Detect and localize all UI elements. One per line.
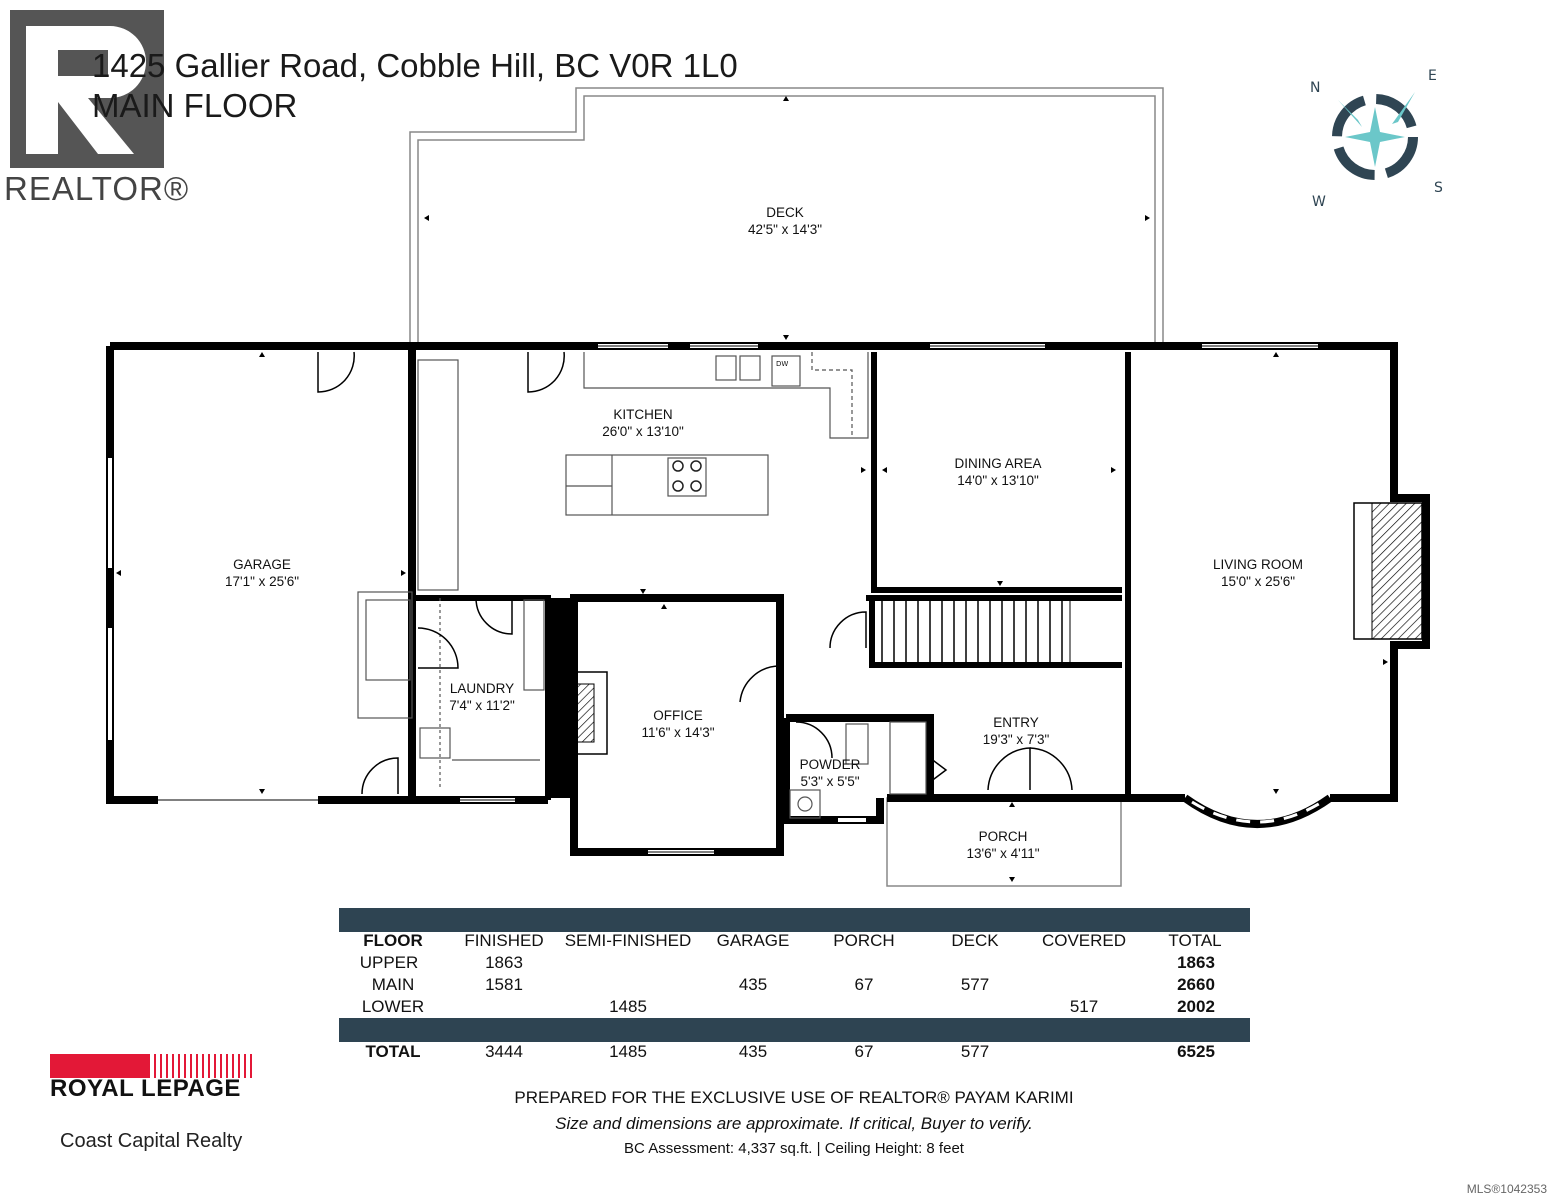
table-row-main-floor: MAIN	[371, 975, 415, 994]
office-fireplace	[554, 671, 608, 755]
area-table-bottom-bar	[339, 1018, 1250, 1042]
room-porch-name: PORCH	[978, 829, 1028, 844]
room-office-dims: 11'6" x 14'3"	[641, 725, 715, 740]
doors	[317, 351, 1073, 795]
room-entry: ENTRY 19'3" x 7'3"	[983, 714, 1050, 748]
cooktop-burners	[672, 460, 702, 492]
table-row-upper-total: 1863	[1177, 953, 1215, 972]
table-row-lower-total: 2002	[1177, 997, 1215, 1016]
room-dining-name: DINING AREA	[954, 456, 1042, 471]
room-laundry-name: LAUNDRY	[449, 681, 515, 696]
dimension-ticks	[116, 96, 1388, 882]
col-header-finished: FINISHED	[464, 931, 544, 950]
area-table-top-bar	[339, 908, 1250, 932]
powder-fixtures	[789, 721, 927, 819]
table-row-lower-floor: LOWER	[361, 997, 425, 1016]
col-header-porch: PORCH	[833, 931, 895, 950]
table-row-upper-floor: UPPER	[359, 953, 419, 972]
living-fireplace	[1353, 502, 1423, 640]
compass-n: N	[1310, 80, 1320, 96]
deck-outline	[409, 87, 1164, 346]
prepared-for-text: PREPARED FOR THE EXCLUSIVE USE OF REALTO…	[514, 1088, 1074, 1107]
kitchen-counters	[417, 352, 869, 591]
room-dining: DINING AREA 14'0" x 13'10"	[954, 455, 1041, 489]
col-header-total: TOTAL	[1168, 931, 1222, 950]
compass-e: E	[1428, 68, 1437, 84]
compass: N E S W	[1300, 62, 1450, 217]
table-total-deck: 577	[960, 1042, 990, 1061]
table-total-porch: 67	[854, 1042, 874, 1061]
floor-plan: DW	[106, 87, 1430, 887]
room-living-dims: 15'0" x 25'6"	[1220, 574, 1296, 589]
room-deck: DECK 42'5" x 14'3"	[748, 204, 822, 238]
room-laundry-dims: 7'4" x 11'2"	[449, 698, 515, 713]
table-total-label: TOTAL	[365, 1042, 421, 1061]
table-total-finished: 3444	[485, 1042, 523, 1061]
laundry-fixtures	[357, 591, 545, 790]
room-kitchen: KITCHEN 26'0" x 13'10"	[602, 406, 684, 440]
room-porch: PORCH 13'6" x 4'11"	[966, 828, 1039, 862]
room-powder-dims: 5'3" x 5'5"	[800, 774, 860, 789]
room-deck-name: DECK	[766, 205, 804, 220]
exterior-walls	[106, 342, 1430, 856]
room-garage: GARAGE 17'1" x 25'6"	[225, 556, 299, 590]
table-row-main-garage: 435	[738, 975, 768, 994]
brand-name: ROYAL LEPAGE	[50, 1075, 241, 1102]
room-porch-dims: 13'6" x 4'11"	[966, 846, 1040, 861]
room-living: LIVING ROOM 15'0" x 25'6"	[1213, 556, 1303, 590]
room-powder-name: POWDER	[799, 757, 861, 772]
brand-bar-icon	[50, 1054, 252, 1078]
room-office: OFFICE 11'6" x 14'3"	[641, 707, 714, 741]
table-row-main-total: 2660	[1177, 975, 1215, 994]
room-garage-name: GARAGE	[233, 557, 291, 572]
compass-s: S	[1434, 180, 1443, 196]
room-laundry: LAUNDRY 7'4" x 11'2"	[449, 680, 515, 714]
property-address: 1425 Gallier Road, Cobble Hill, BC V0R 1…	[92, 47, 738, 84]
room-kitchen-dims: 26'0" x 13'10"	[602, 424, 684, 439]
realtor-logo	[10, 10, 164, 173]
table-row-main-finished: 1581	[485, 975, 523, 994]
col-header-deck: DECK	[951, 931, 999, 950]
table-row-lower-semi: 1485	[609, 997, 647, 1016]
window-lines	[158, 345, 1318, 853]
room-living-name: LIVING ROOM	[1212, 557, 1304, 572]
room-deck-dims: 42'5" x 14'3"	[747, 222, 823, 237]
dishwasher-label: DW	[776, 360, 788, 368]
room-office-name: OFFICE	[653, 708, 703, 723]
room-entry-name: ENTRY	[993, 715, 1039, 730]
room-entry-dims: 19'3" x 7'3"	[982, 732, 1050, 747]
table-row-main-deck: 577	[960, 975, 990, 994]
table-row-upper-finished: 1863	[485, 953, 523, 972]
floor-title: MAIN FLOOR	[92, 87, 298, 124]
table-total-total: 6525	[1177, 1042, 1215, 1061]
col-header-covered: COVERED	[1041, 931, 1127, 950]
room-garage-dims: 17'1" x 25'6"	[224, 574, 300, 589]
realtor-wordmark: REALTOR®	[4, 170, 190, 207]
table-row-lower-covered: 517	[1069, 997, 1099, 1016]
col-header-semi-finished: SEMI-FINISHED	[564, 931, 692, 950]
disclaimer-text: Size and dimensions are approximate. If …	[555, 1114, 1033, 1133]
stairs	[873, 597, 1071, 666]
assessment-text: BC Assessment: 4,337 sq.ft. | Ceiling He…	[624, 1140, 964, 1157]
brand-tagline: Coast Capital Realty	[60, 1130, 243, 1152]
realtor-mark-icon	[10, 10, 164, 168]
col-header-garage: GARAGE	[716, 931, 790, 950]
room-dining-dims: 14'0" x 13'10"	[957, 473, 1039, 488]
room-kitchen-name: KITCHEN	[613, 407, 673, 422]
compass-rose-icon: N E S W	[1310, 68, 1443, 210]
compass-w: W	[1312, 194, 1326, 210]
mls-number: MLS®1042353	[1466, 1182, 1547, 1196]
table-total-semi: 1485	[609, 1042, 647, 1061]
room-powder: POWDER 5'3" x 5'5"	[800, 756, 861, 790]
table-row-main-porch: 67	[854, 975, 874, 994]
table-total-garage: 435	[738, 1042, 768, 1061]
col-header-floor: FLOOR	[363, 931, 423, 950]
